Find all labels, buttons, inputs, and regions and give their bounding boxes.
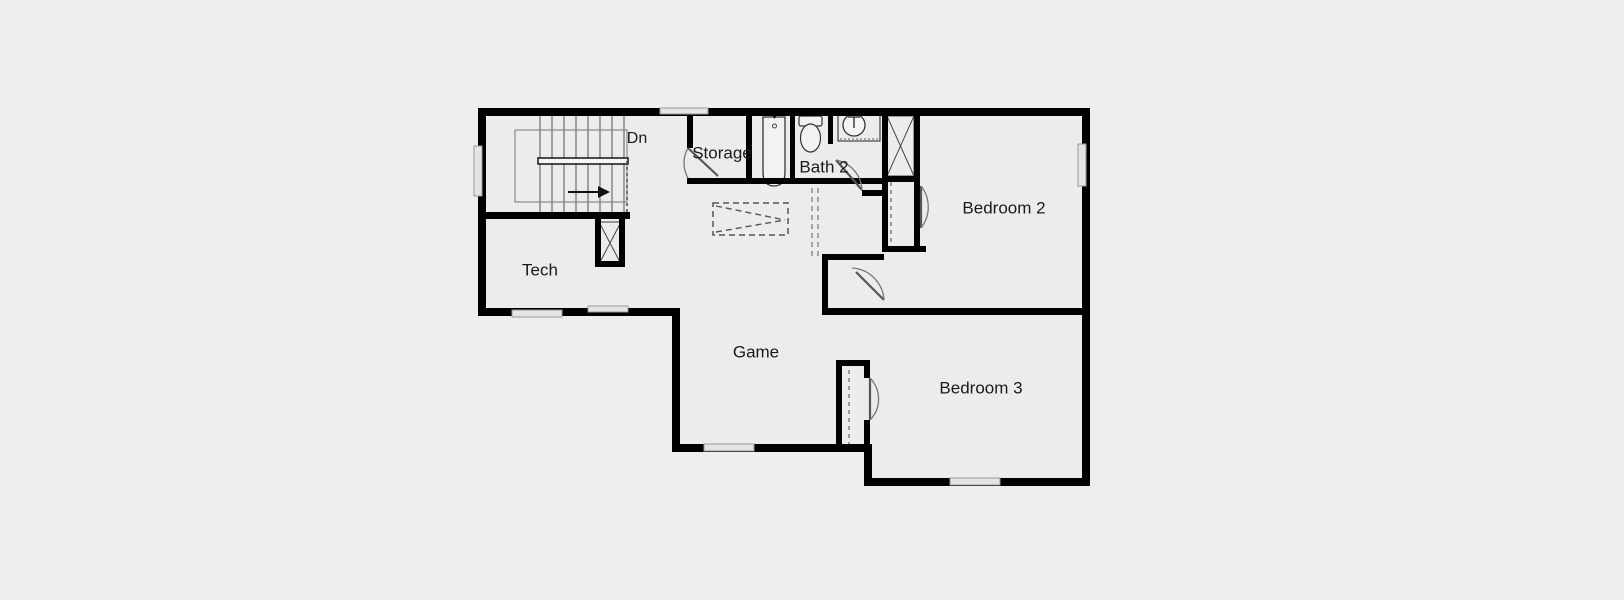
room-label-bedroom2: Bedroom 2 [962, 198, 1045, 217]
closet-x-marker-tech [598, 221, 622, 265]
window-tech-left [511, 309, 563, 318]
wall-bed3-closet-left [836, 360, 842, 452]
floor-fill-main [482, 112, 1086, 482]
wall-bed3-top [822, 308, 1090, 315]
bath2-fixtures [762, 112, 881, 187]
stair-outline [514, 129, 628, 203]
closet-rod-lines [811, 182, 892, 446]
wall-exterior-top [478, 108, 1090, 116]
wall-storage-left [687, 112, 693, 148]
stair-handrail [537, 157, 629, 165]
windows [473, 107, 1087, 486]
room-label-game: Game [733, 342, 779, 361]
wall-storage-bottom [687, 178, 751, 184]
wall-game-top-right [822, 254, 884, 260]
attic-access-hatch [712, 202, 789, 236]
doors [683, 147, 929, 421]
room-label-storage: Storage [692, 143, 752, 162]
floor-fills [482, 112, 1086, 482]
window-bedroom3-bottom [949, 477, 1001, 486]
wall-game-right-upper [822, 254, 828, 314]
walls [478, 108, 1090, 486]
window-game-bottom [703, 443, 755, 452]
wall-stair-bottom [478, 212, 630, 219]
room-label-bath2: Bath 2 [799, 157, 848, 176]
wall-bed2-closet-right [914, 112, 920, 182]
wall-bed2-closet-bottom [882, 246, 926, 252]
wall-tech-closet-left [595, 219, 601, 267]
wall-bed2-closet-right-lower [914, 178, 920, 252]
window-bedroom2-right [1077, 143, 1087, 187]
wall-bath-bottom-right [862, 190, 888, 196]
room-labels: Dn Storage Bath 2 Bedroom 2 Tech Game Be… [522, 130, 1046, 397]
wall-exterior-right [1082, 108, 1090, 486]
vanity-sink-icon [837, 112, 881, 142]
stair-direction-arrow [568, 186, 610, 198]
room-label-tech: Tech [522, 260, 558, 279]
wall-bath-tub-divider [790, 112, 795, 184]
closet-markers [598, 115, 915, 265]
bathtub-icon [762, 112, 786, 187]
window-tech-right [587, 305, 629, 313]
wall-storage-right [746, 112, 752, 184]
wall-tech-closet-bottom [595, 261, 625, 267]
wall-bed3-closet-right-upper [864, 360, 870, 378]
bath2-door [835, 159, 863, 191]
wall-bath-toilet-divider [828, 112, 833, 144]
wall-bed3-closet-right-lower [864, 420, 870, 452]
window-left-stair [473, 145, 483, 197]
wall-tech-bottom [478, 308, 680, 316]
bedroom3-closet-door [868, 377, 880, 421]
wall-game-left [672, 308, 680, 452]
wall-game-bottom [672, 444, 872, 452]
staircase [514, 112, 629, 218]
window-top-stair [659, 107, 709, 115]
wall-bed3-left-lower [864, 444, 872, 486]
room-label-bedroom3: Bedroom 3 [939, 378, 1022, 397]
wall-bath-bottom-left [752, 178, 882, 184]
wall-tech-closet-right [619, 219, 625, 267]
wall-bed3-closet-top [836, 360, 870, 366]
toilet-icon [798, 115, 823, 153]
bedroom2-door [851, 267, 885, 301]
wall-bed2-closet-mid [882, 176, 920, 182]
bedroom2-closet-door [919, 185, 929, 229]
storage-door [683, 147, 719, 179]
room-label-stairs: Dn [627, 130, 647, 147]
closet-x-marker-bedroom2 [886, 115, 915, 177]
